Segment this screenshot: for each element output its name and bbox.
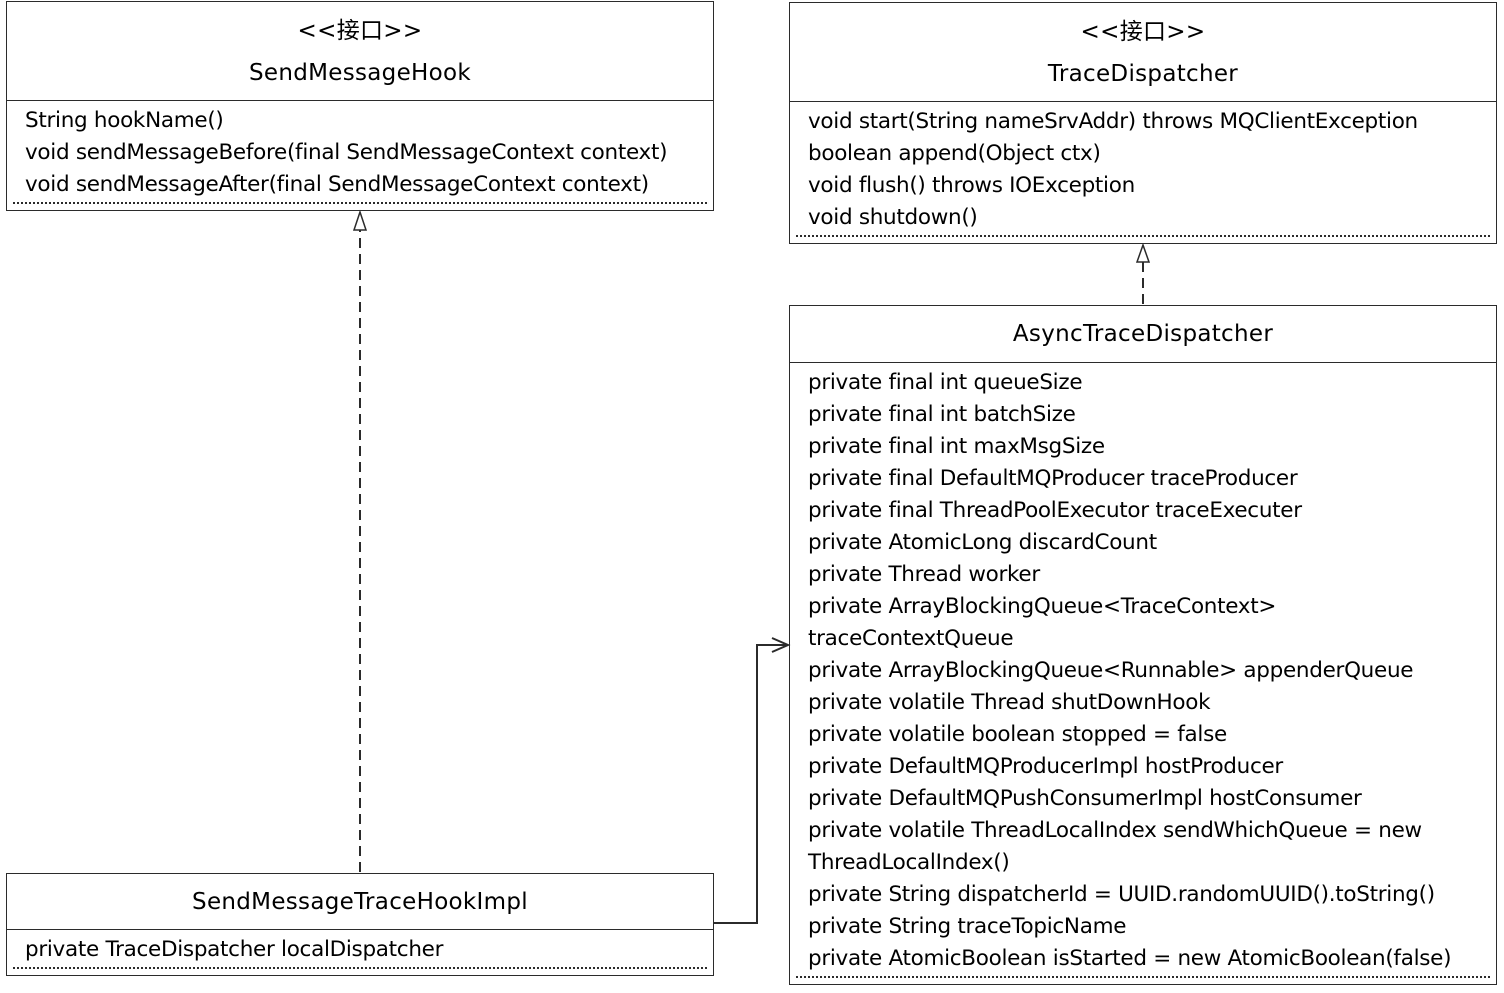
method-line: void start(String nameSrvAddr) throws MQ… xyxy=(808,109,1418,134)
field-line: private final int maxMsgSize xyxy=(808,434,1105,459)
class-header: AsyncTraceDispatcher xyxy=(790,306,1496,363)
field-line: private TraceDispatcher localDispatcher xyxy=(25,937,444,962)
field-line: private final int queueSize xyxy=(808,370,1083,395)
compartment-divider xyxy=(13,202,707,204)
stereotype-label: <<接口>> xyxy=(297,18,423,44)
method-line: void shutdown() xyxy=(808,205,978,230)
field-line: private AtomicBoolean isStarted = new At… xyxy=(808,946,1452,971)
class-header: SendMessageTraceHookImpl xyxy=(7,874,713,930)
field-line: private AtomicLong discardCount xyxy=(808,530,1157,555)
class-members: private final int queueSize private fina… xyxy=(790,363,1496,975)
hollow-triangle-arrowhead-icon xyxy=(352,209,368,231)
method-line: void sendMessageAfter(final SendMessageC… xyxy=(25,172,649,197)
open-arrowhead-icon xyxy=(771,637,791,653)
compartment-divider xyxy=(796,976,1490,978)
field-line: private Thread worker xyxy=(808,562,1040,587)
class-members: String hookName() void sendMessageBefore… xyxy=(7,101,713,201)
class-box-async-trace-dispatcher: AsyncTraceDispatcher private final int q… xyxy=(789,305,1497,985)
method-line: void flush() throws IOException xyxy=(808,173,1135,198)
compartment-divider xyxy=(13,967,707,969)
class-box-send-message-trace-hook-impl: SendMessageTraceHookImpl private TraceDi… xyxy=(6,873,714,976)
field-line: private final ThreadPoolExecutor traceEx… xyxy=(808,498,1302,523)
field-line: private String traceTopicName xyxy=(808,914,1127,939)
field-line: private final int batchSize xyxy=(808,402,1076,427)
class-name: SendMessageTraceHookImpl xyxy=(192,888,528,915)
field-line: private volatile Thread shutDownHook xyxy=(808,690,1211,715)
association-line xyxy=(714,644,788,924)
class-box-trace-dispatcher: <<接口>> TraceDispatcher void start(String… xyxy=(789,2,1497,244)
field-line: private ArrayBlockingQueue<Runnable> app… xyxy=(808,658,1414,683)
class-name: SendMessageHook xyxy=(249,60,471,86)
class-box-send-message-hook: <<接口>> SendMessageHook String hookName()… xyxy=(6,1,714,211)
field-line: private DefaultMQProducerImpl hostProduc… xyxy=(808,754,1283,779)
class-header: <<接口>> SendMessageHook xyxy=(7,2,713,101)
compartment-divider xyxy=(796,235,1490,237)
method-line: String hookName() xyxy=(25,108,224,133)
class-name: AsyncTraceDispatcher xyxy=(1012,321,1274,347)
stereotype-label: <<接口>> xyxy=(1080,19,1206,45)
field-line: private DefaultMQPushConsumerImpl hostCo… xyxy=(808,786,1362,811)
class-header: <<接口>> TraceDispatcher xyxy=(790,3,1496,102)
field-line: private volatile ThreadLocalIndex sendWh… xyxy=(808,818,1422,843)
field-line: ThreadLocalIndex() xyxy=(808,850,1010,875)
hollow-triangle-arrowhead-icon xyxy=(1135,242,1151,263)
field-line: traceContextQueue xyxy=(808,626,1014,651)
method-line: boolean append(Object ctx) xyxy=(808,141,1101,166)
field-line: private String dispatcherId = UUID.rando… xyxy=(808,882,1435,907)
field-line: private volatile boolean stopped = false xyxy=(808,722,1227,747)
class-name: TraceDispatcher xyxy=(1047,61,1239,87)
method-line: void sendMessageBefore(final SendMessage… xyxy=(25,140,668,165)
class-members: private TraceDispatcher localDispatcher xyxy=(7,930,713,966)
field-line: private ArrayBlockingQueue<TraceContext> xyxy=(808,594,1277,619)
class-members: void start(String nameSrvAddr) throws MQ… xyxy=(790,102,1496,234)
field-line: private final DefaultMQProducer tracePro… xyxy=(808,466,1298,491)
